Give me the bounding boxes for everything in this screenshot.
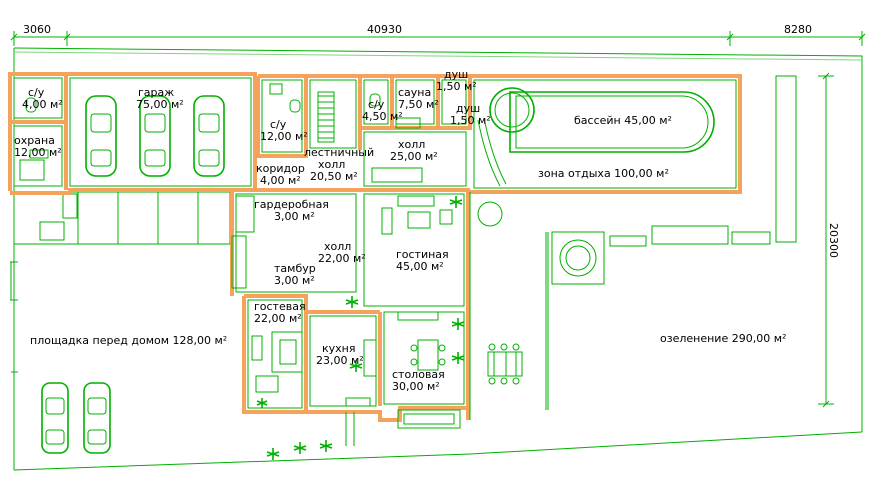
label-su2-area: 12,00 м² xyxy=(260,130,308,143)
label-hall1-name: холл xyxy=(398,138,425,151)
dim-right-width: 8280 xyxy=(784,23,812,36)
label-guard-name: охрана xyxy=(14,134,55,147)
label-living-area: 45,00 м² xyxy=(396,260,444,273)
label-dining-area: 30,00 м² xyxy=(392,380,440,393)
label-garage-area: 75,00 м² xyxy=(136,98,184,111)
label-garage-name: гараж xyxy=(138,86,174,99)
garden xyxy=(469,192,771,420)
dim-left-width: 3060 xyxy=(23,23,51,36)
dim-middle-width: 40930 xyxy=(367,23,402,36)
label-stair-name2: холл xyxy=(318,158,345,171)
label-living-name: гостиная xyxy=(396,248,449,261)
site-boundary xyxy=(10,47,863,471)
label-stair-area: 20,50 м² xyxy=(310,170,358,183)
dim-depth: 20300 xyxy=(827,223,840,258)
label-wardrobe-area: 3,00 м² xyxy=(274,210,315,223)
label-shower1-name: душ xyxy=(444,68,468,81)
plants xyxy=(256,196,465,460)
label-sauna-area: 7,50 м² xyxy=(398,98,439,111)
label-hall1-area: 25,00 м² xyxy=(390,150,438,163)
label-su3-name: с/у xyxy=(368,98,385,111)
label-shower1-area: 1,50 м² xyxy=(436,80,477,93)
interior-lines xyxy=(13,77,737,446)
label-dining-name: столовая xyxy=(392,368,445,381)
label-hall2-area: 22,00 м² xyxy=(318,252,366,265)
label-su1-area: 4,00 м² xyxy=(22,98,63,111)
front-paving xyxy=(13,191,231,245)
label-stair-name: лестничный xyxy=(304,146,374,159)
label-kitchen-area: 23,00 м² xyxy=(316,354,364,367)
label-shower2-area: 1,50 м² xyxy=(450,114,491,127)
top-dimension-line xyxy=(10,31,866,46)
label-pool: бассейн 45,00 м² xyxy=(574,114,672,127)
pool xyxy=(477,75,797,243)
label-greenery: озеленение 290,00 м² xyxy=(660,332,786,345)
parked-cars xyxy=(41,382,111,454)
label-rest-zone: зона отдыха 100,00 м² xyxy=(538,167,669,180)
label-tambur-name: тамбур xyxy=(274,262,316,275)
label-corridor-name: коридор xyxy=(256,162,305,175)
label-shower2-name: душ xyxy=(456,102,480,115)
right-dimension-line xyxy=(818,72,834,408)
label-su1-name: с/у xyxy=(28,86,45,99)
label-corridor-area: 4,00 м² xyxy=(260,174,301,187)
label-wardrobe-name: гардеробная xyxy=(254,198,329,211)
label-kitchen-name: кухня xyxy=(322,342,355,355)
label-front-area: площадка перед домом 128,00 м² xyxy=(30,334,227,347)
room-labels: с/у 4,00 м² охрана 12,00 м² гараж 75,00 … xyxy=(14,68,786,393)
garage-cars xyxy=(85,95,225,177)
label-guest-name: гостевая xyxy=(254,300,306,313)
label-guard-area: 12,00 м² xyxy=(14,146,62,159)
label-tambur-area: 3,00 м² xyxy=(274,274,315,287)
label-su3-area: 4,50 м² xyxy=(362,110,403,123)
label-hall2-name: холл xyxy=(324,240,351,253)
label-su2-name: с/у xyxy=(270,118,287,131)
label-guest-area: 22,00 м² xyxy=(254,312,302,325)
label-sauna-name: сауна xyxy=(398,86,431,99)
